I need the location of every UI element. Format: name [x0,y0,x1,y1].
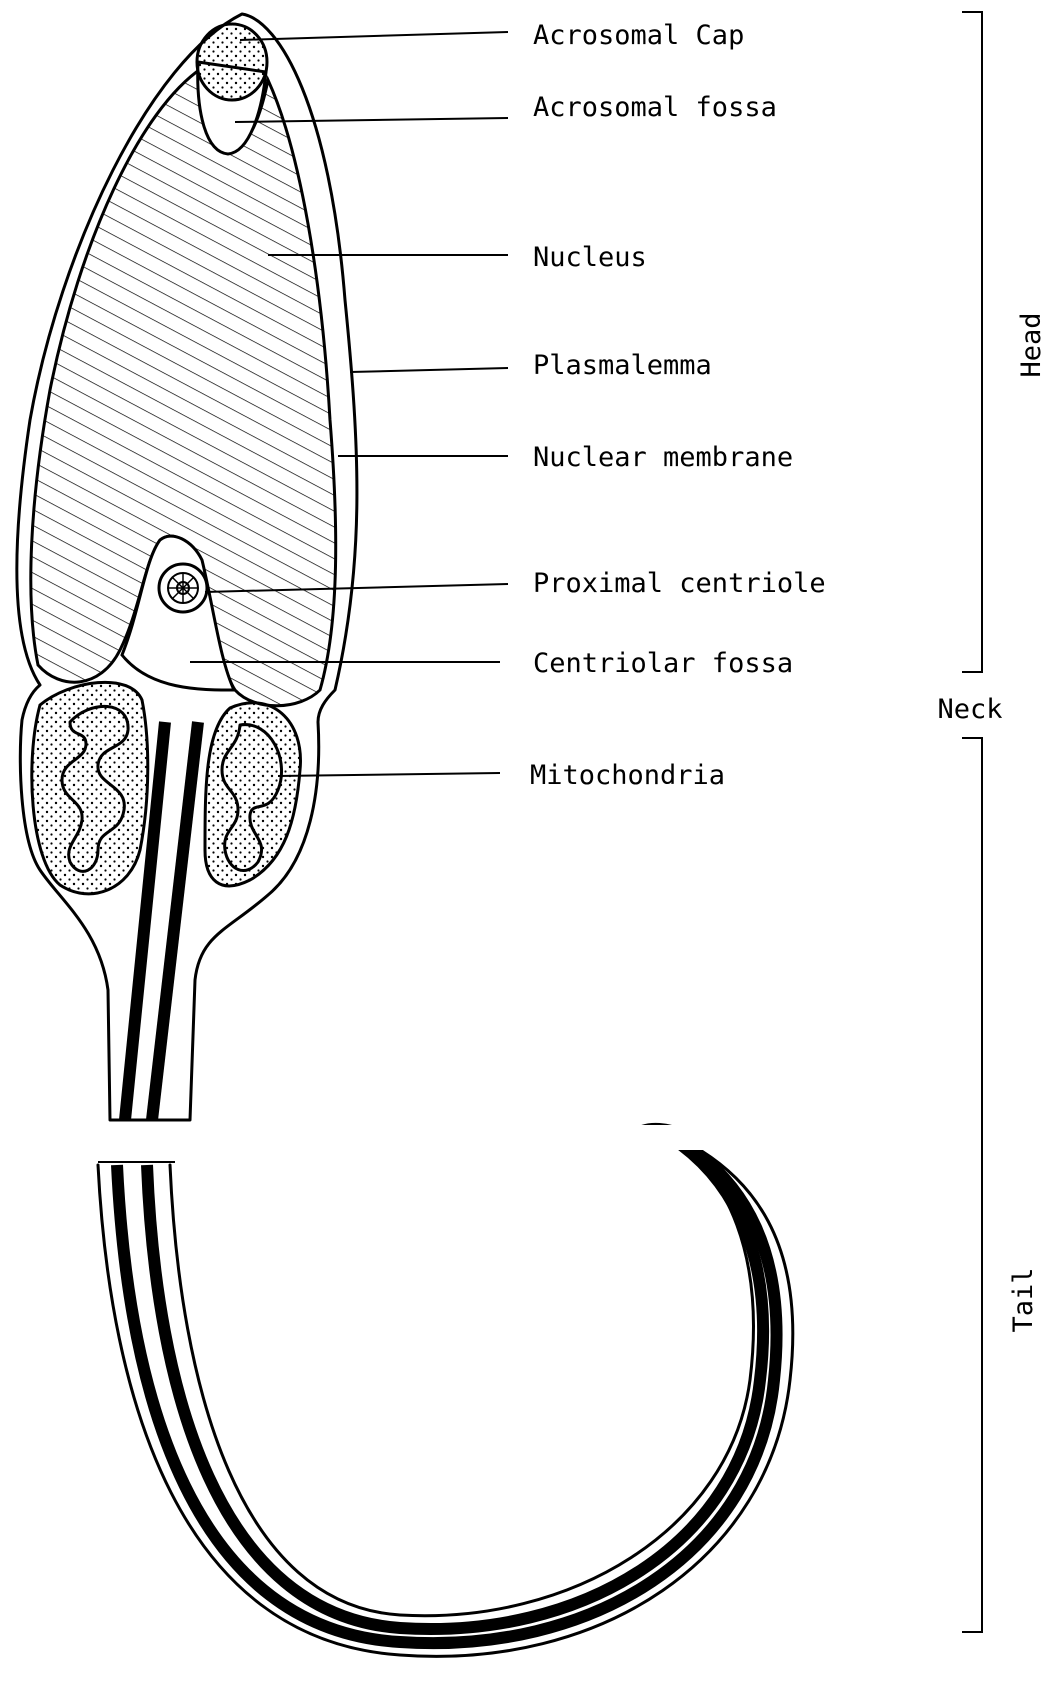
label-acrosomal-cap: Acrosomal Cap [533,20,744,51]
bracket-head [962,12,982,672]
leader-plasmalemma [350,368,508,372]
label-acrosomal-fossa: Acrosomal fossa [533,92,777,123]
label-centriolar-fossa: Centriolar fossa [533,648,793,679]
label-tail: Tail [1008,1267,1039,1332]
proximal-centriole [159,564,207,612]
mitochondria-left [32,682,148,893]
mitochondria-right [205,703,300,886]
label-nucleus: Nucleus [533,242,647,273]
label-proximal-centriole: Proximal centriole [533,568,826,599]
label-neck: Neck [937,694,1002,725]
label-nuclear-membrane: Nuclear membrane [533,442,793,473]
bracket-tail [962,738,982,1632]
label-head: Head [1016,312,1047,377]
acrosomal-cap [197,24,267,100]
leader-acrosomal-cap [240,32,508,40]
leader-mitochondria [278,773,500,776]
label-plasmalemma: Plasmalemma [533,350,712,381]
tail [98,1124,793,1656]
label-mitochondria: Mitochondria [530,760,725,791]
